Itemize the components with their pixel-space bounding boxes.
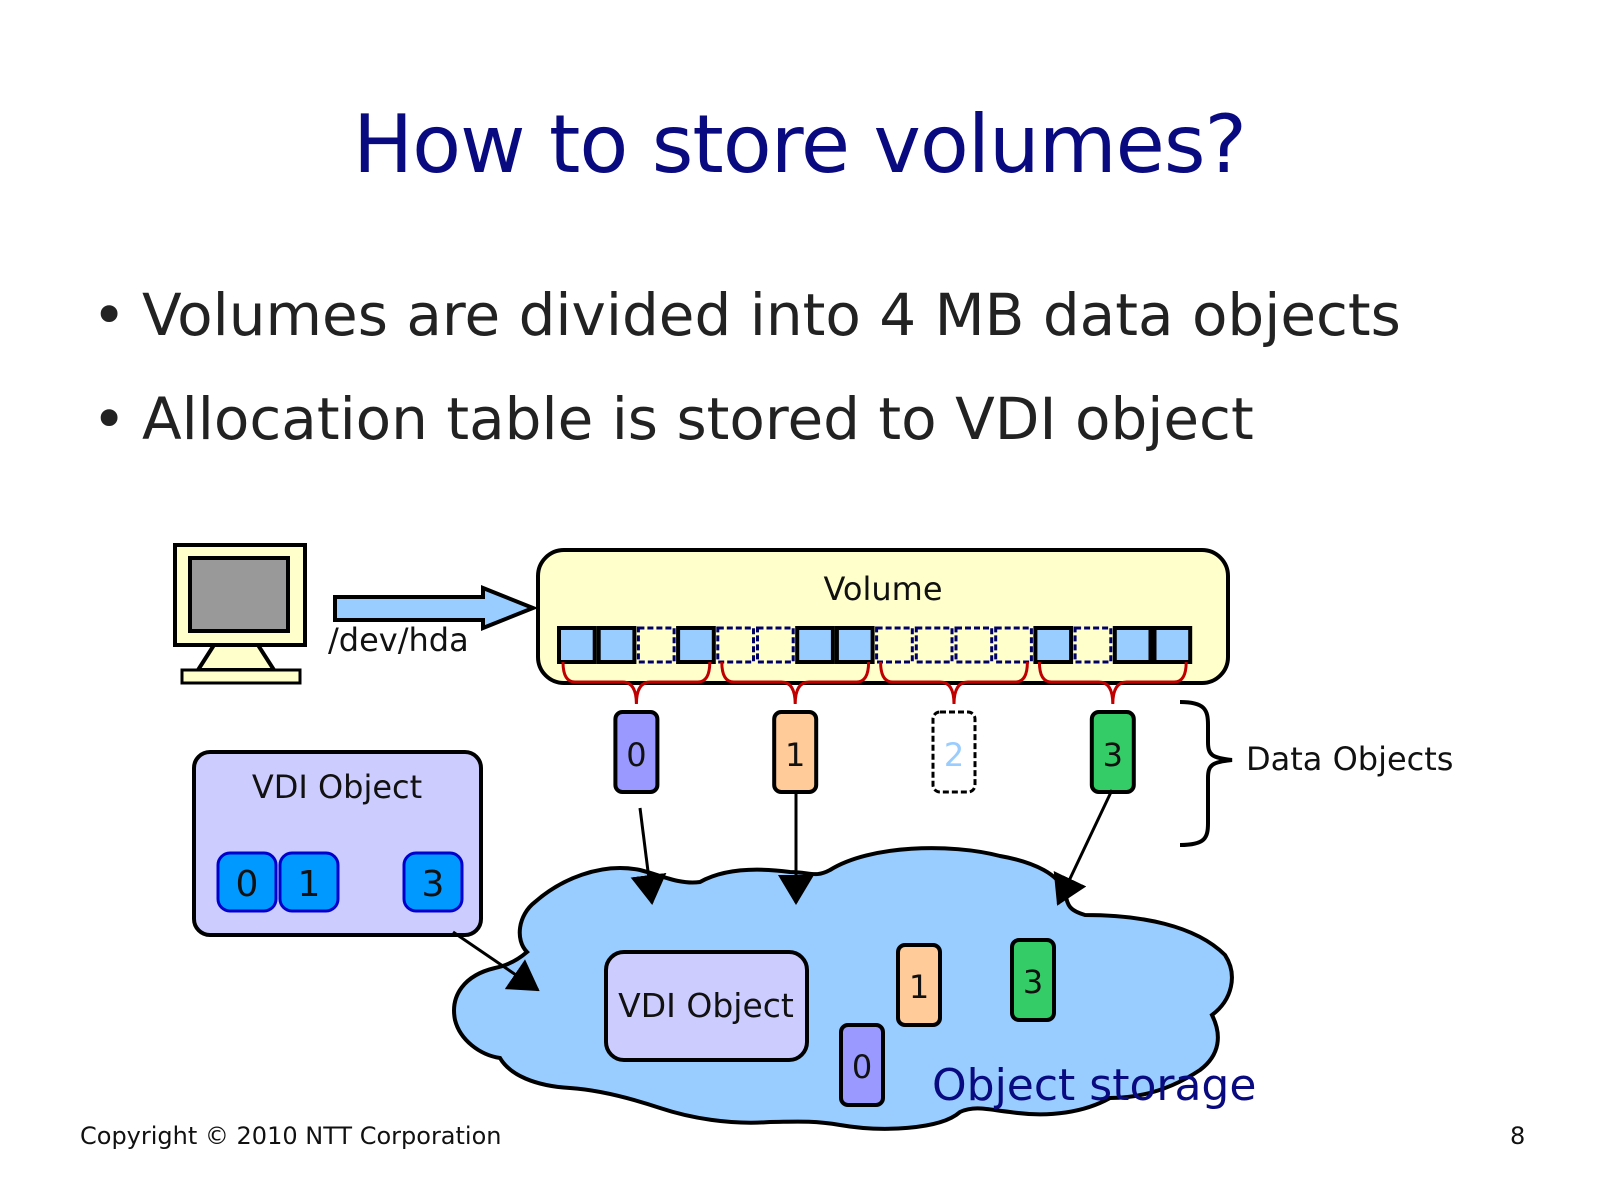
volume-block-empty bbox=[756, 626, 795, 664]
data-objects: 0 1 2 3 bbox=[613, 710, 1136, 794]
volume-block-empty bbox=[914, 626, 954, 664]
object-brace bbox=[720, 661, 871, 705]
volume-label: Volume bbox=[823, 570, 942, 608]
volume-block-allocated bbox=[557, 626, 597, 664]
volume-block-empty bbox=[954, 626, 994, 664]
arrow-object-3 bbox=[1053, 789, 1114, 906]
arrow-vdi-object bbox=[452, 930, 540, 992]
data-object-id: 2 bbox=[944, 736, 964, 774]
volume-block-allocated bbox=[1112, 626, 1153, 664]
stored-vdi-object bbox=[604, 950, 809, 1062]
data-object-id: 0 bbox=[626, 736, 646, 774]
data-object-id: 3 bbox=[1103, 736, 1123, 774]
volume-block-empty bbox=[716, 626, 755, 664]
stored-object-1: 1 bbox=[896, 943, 942, 1027]
data-object-id: 1 bbox=[785, 736, 805, 774]
volume-block-allocated bbox=[1152, 626, 1193, 664]
stored-object-3: 3 bbox=[1010, 938, 1056, 1022]
svg-text:0: 0 bbox=[852, 1048, 872, 1086]
svg-text:1: 1 bbox=[909, 968, 929, 1006]
svg-text:1: 1 bbox=[298, 864, 321, 905]
vdi-entry-1: 1 bbox=[278, 851, 340, 913]
device-label: /dev/hda bbox=[328, 621, 469, 659]
object-storage-label: Object storage bbox=[932, 1060, 1256, 1111]
object-brace bbox=[1037, 661, 1188, 705]
copyright-text: Copyright © 2010 NTT Corporation bbox=[80, 1122, 502, 1150]
svg-text:3: 3 bbox=[422, 864, 445, 905]
vdi-object-label: VDI Object bbox=[252, 768, 422, 806]
object-braces bbox=[561, 661, 1188, 705]
data-object-3: 3 bbox=[1089, 710, 1136, 794]
bullet-list: •Volumes are divided into 4 MB data obje… bbox=[92, 275, 1401, 483]
object-brace bbox=[879, 661, 1029, 705]
page-number: 8 bbox=[1510, 1122, 1526, 1150]
volume-block-allocated bbox=[795, 626, 835, 664]
svg-text:3: 3 bbox=[1023, 963, 1043, 1001]
stored-object-0: 0 bbox=[839, 1023, 885, 1107]
computer-monitor-icon bbox=[173, 543, 307, 685]
vdi-entry-3: 3 bbox=[402, 851, 464, 913]
volume-block-allocated bbox=[834, 626, 875, 664]
bullet-dot-icon: • bbox=[92, 281, 127, 349]
bullet-item: •Volumes are divided into 4 MB data obje… bbox=[92, 275, 1401, 379]
bullet-item: •Allocation table is stored to VDI objec… bbox=[92, 379, 1401, 483]
volume-block-empty bbox=[636, 626, 676, 664]
volume-block-empty bbox=[1073, 626, 1113, 664]
svg-text:0: 0 bbox=[236, 864, 259, 905]
volume-blocks bbox=[557, 626, 1193, 664]
data-objects-label: Data Objects bbox=[1246, 740, 1453, 778]
object-brace bbox=[561, 661, 712, 705]
bullet-text: Volumes are divided into 4 MB data objec… bbox=[142, 281, 1401, 349]
data-object-1: 1 bbox=[772, 710, 819, 794]
volume-block-allocated bbox=[1033, 626, 1074, 664]
data-object-2: 2 bbox=[931, 710, 977, 794]
volume-block-allocated bbox=[676, 626, 716, 664]
bullet-text: Allocation table is stored to VDI object bbox=[142, 385, 1254, 453]
stored-vdi-object-label: VDI Object bbox=[618, 986, 794, 1025]
volume-block-empty bbox=[994, 626, 1033, 664]
data-object-0: 0 bbox=[613, 710, 660, 794]
arrow-object-0 bbox=[630, 807, 667, 905]
slide-title: How to store volumes? bbox=[353, 98, 1247, 191]
device-arrow-icon bbox=[333, 585, 539, 631]
volume-block-empty bbox=[875, 626, 914, 664]
data-objects-brace-icon bbox=[1179, 700, 1233, 847]
volume-block-allocated bbox=[596, 626, 637, 664]
vdi-entry-0: 0 bbox=[216, 851, 278, 913]
bullet-dot-icon: • bbox=[92, 385, 127, 453]
